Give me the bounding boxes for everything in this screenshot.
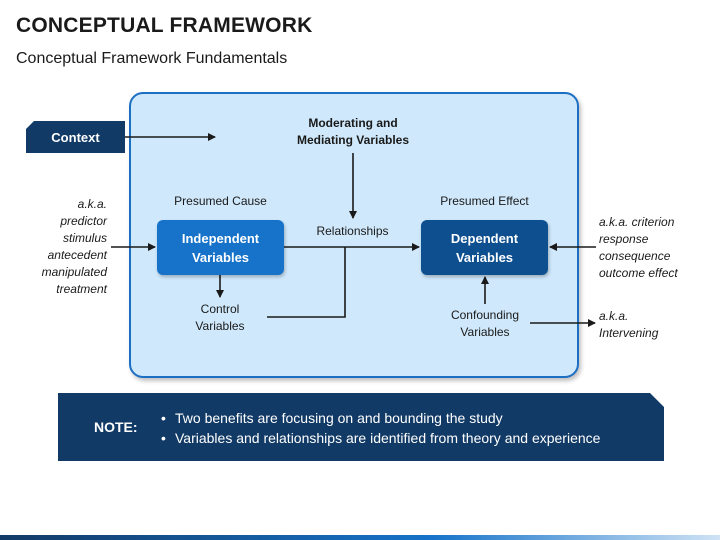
note-item: Two benefits are focusing on and boundin… <box>161 408 600 428</box>
control-connector <box>267 247 346 318</box>
presumed-cause-label: Presumed Cause <box>174 194 267 208</box>
slide-subtitle: Conceptual Framework Fundamentals <box>16 50 288 67</box>
moderating-label: Moderating and Mediating Variables <box>296 116 410 147</box>
aka-criterion-list: a.k.a. criterion response consequence ou… <box>599 215 678 280</box>
aka-predictor-list: a.k.a. predictor stimulus antecedent man… <box>41 197 107 296</box>
independent-variables-box: Independent Variables <box>157 220 284 275</box>
slide-title: CONCEPTUAL FRAMEWORK <box>16 14 313 37</box>
confounding-variables-label: Confounding Variables <box>450 308 520 339</box>
control-variables-label: Control Variables <box>195 302 245 333</box>
aka-intervening-list: a.k.a. Intervening <box>599 309 659 340</box>
dependent-variables-box: Dependent Variables <box>421 220 548 275</box>
note-banner: NOTE: Two benefits are focusing on and b… <box>58 393 664 461</box>
note-label: NOTE: <box>94 419 138 435</box>
context-tag: Context <box>26 121 125 153</box>
presumed-effect-label: Presumed Effect <box>440 194 529 208</box>
bottom-accent-bar <box>0 535 720 540</box>
note-item: Variables and relationships are identifi… <box>161 428 600 448</box>
note-list: Two benefits are focusing on and boundin… <box>161 408 600 448</box>
relationships-label: Relationships <box>316 224 389 238</box>
